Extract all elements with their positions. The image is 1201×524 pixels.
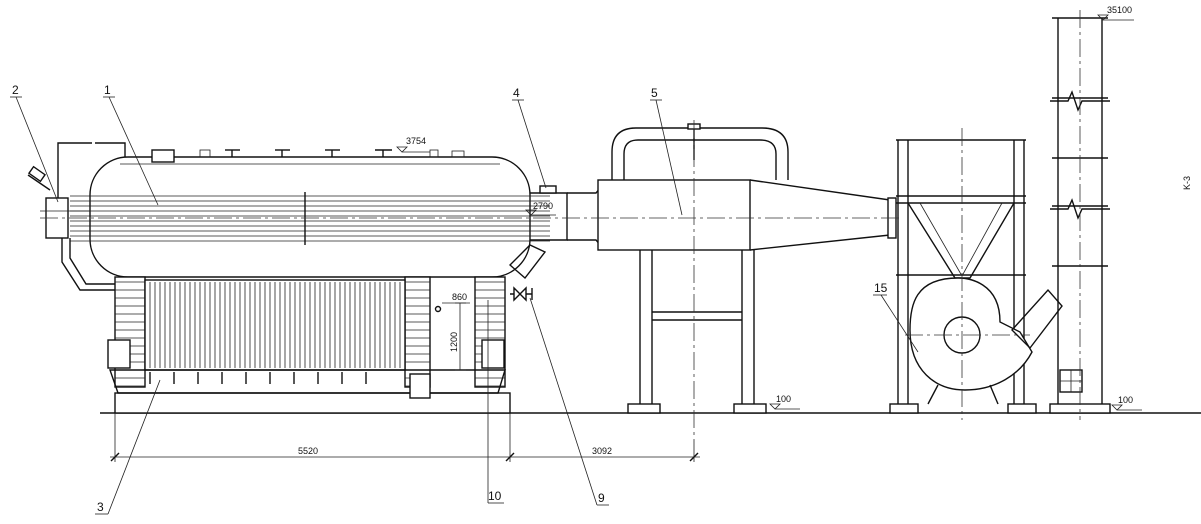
boiler-drum (89, 156, 531, 278)
drum-nozzles (151, 149, 465, 163)
callout-2: 2 (12, 83, 19, 97)
dimension-grate-height: 1200 (449, 332, 459, 352)
centerlines (40, 10, 1081, 440)
sight-hole (434, 305, 442, 313)
callout-1: 1 (104, 83, 111, 97)
boiler-foundation (114, 392, 511, 414)
air-boxes (109, 369, 506, 399)
elevation-base-left: 100 (776, 394, 791, 404)
fan-hopper-unit (889, 139, 1063, 414)
callout-10: 10 (488, 489, 502, 503)
dimension-side-mark: K-3 (1182, 176, 1192, 190)
valve (510, 286, 533, 302)
dimension-lines: 5520 3092 1200 860 K-3 (110, 176, 1192, 462)
dimension-offset: 3092 (592, 446, 612, 456)
elevation-marks: 3754 2790 35100 100 100 (396, 5, 1142, 411)
dust-collector (597, 123, 897, 414)
dimension-window: 860 (452, 292, 467, 302)
callouts: 1 2 3 4 5 9 10 15 (10, 83, 919, 515)
elevation-top-drum: 3754 (406, 136, 426, 146)
callout-9: 9 (598, 491, 605, 505)
callout-4: 4 (513, 86, 520, 100)
chimney (1049, 17, 1111, 414)
tube-bank (70, 192, 550, 245)
elevation-base-right: 100 (1118, 395, 1133, 405)
elevation-centerline: 2790 (533, 201, 553, 211)
callout-15: 15 (874, 281, 888, 295)
dimension-boiler-length: 5520 (298, 446, 318, 456)
elevation-stack-top: 35100 (1107, 5, 1132, 15)
callout-3: 3 (97, 500, 104, 514)
callout-5: 5 (651, 86, 658, 100)
boiler-unit (27, 142, 550, 414)
